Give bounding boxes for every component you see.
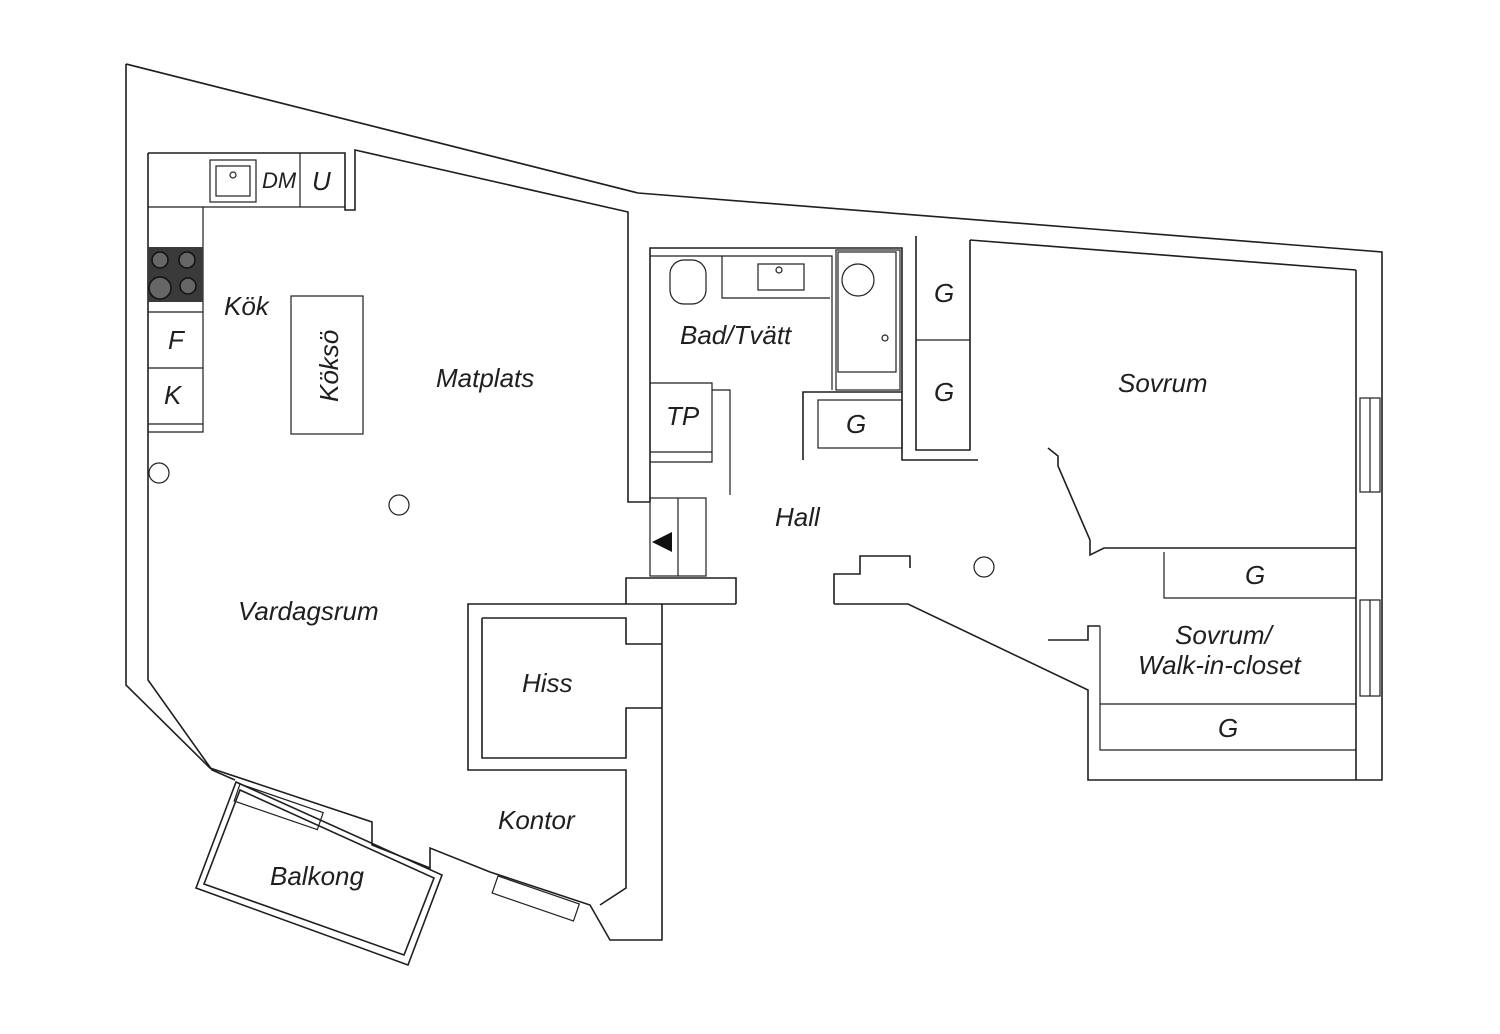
bedroom-walls xyxy=(1047,397,1381,751)
washbasin-icon xyxy=(757,263,805,291)
bathroom xyxy=(649,247,978,502)
bedroom-label: Sovrum xyxy=(1118,368,1208,398)
hall-wardrobes xyxy=(802,236,1357,460)
light-icon xyxy=(973,556,995,578)
elevator-label: Hiss xyxy=(522,668,573,698)
elevator-shaft xyxy=(467,603,662,906)
fridge-label: F xyxy=(168,325,186,355)
window-icon xyxy=(233,783,324,831)
shower-icon xyxy=(837,251,897,373)
wardrobe-label: G xyxy=(934,278,954,308)
hall-label: Hall xyxy=(775,502,821,532)
bedroom2-label-line1: Sovrum/ xyxy=(1175,620,1275,650)
wardrobe-label: G xyxy=(1245,560,1265,590)
entrance xyxy=(625,497,911,604)
kitchen-island xyxy=(290,295,364,435)
wardrobe-label: G xyxy=(846,409,866,439)
living-room-label: Vardagsrum xyxy=(238,596,379,626)
oven-label: U xyxy=(312,166,331,196)
outer-walls xyxy=(125,63,1383,941)
wardrobe-label: G xyxy=(1218,713,1238,743)
toilet-icon xyxy=(669,259,707,305)
window-icon xyxy=(491,875,581,922)
entrance-arrow-icon xyxy=(652,532,672,552)
light-icon xyxy=(388,494,410,516)
balcony xyxy=(194,780,581,967)
dining-label: Matplats xyxy=(436,363,534,393)
balcony-label: Balkong xyxy=(270,861,364,891)
kitchen-counter xyxy=(148,153,345,433)
freezer-label: K xyxy=(164,380,183,410)
bathroom-label: Bad/Tvätt xyxy=(680,320,793,350)
dryer-label: TP xyxy=(666,401,700,431)
light-icon xyxy=(148,462,170,484)
office-label: Kontor xyxy=(498,805,576,835)
dishwasher-label: DM xyxy=(262,168,297,193)
island-label: Köksö xyxy=(314,330,344,402)
wardrobe-label: G xyxy=(934,377,954,407)
sink-basin-icon xyxy=(215,165,251,197)
dryer-closet xyxy=(650,382,731,495)
bedroom2-label-line2: Walk-in-closet xyxy=(1138,650,1303,680)
kitchen-label: Kök xyxy=(224,291,271,321)
